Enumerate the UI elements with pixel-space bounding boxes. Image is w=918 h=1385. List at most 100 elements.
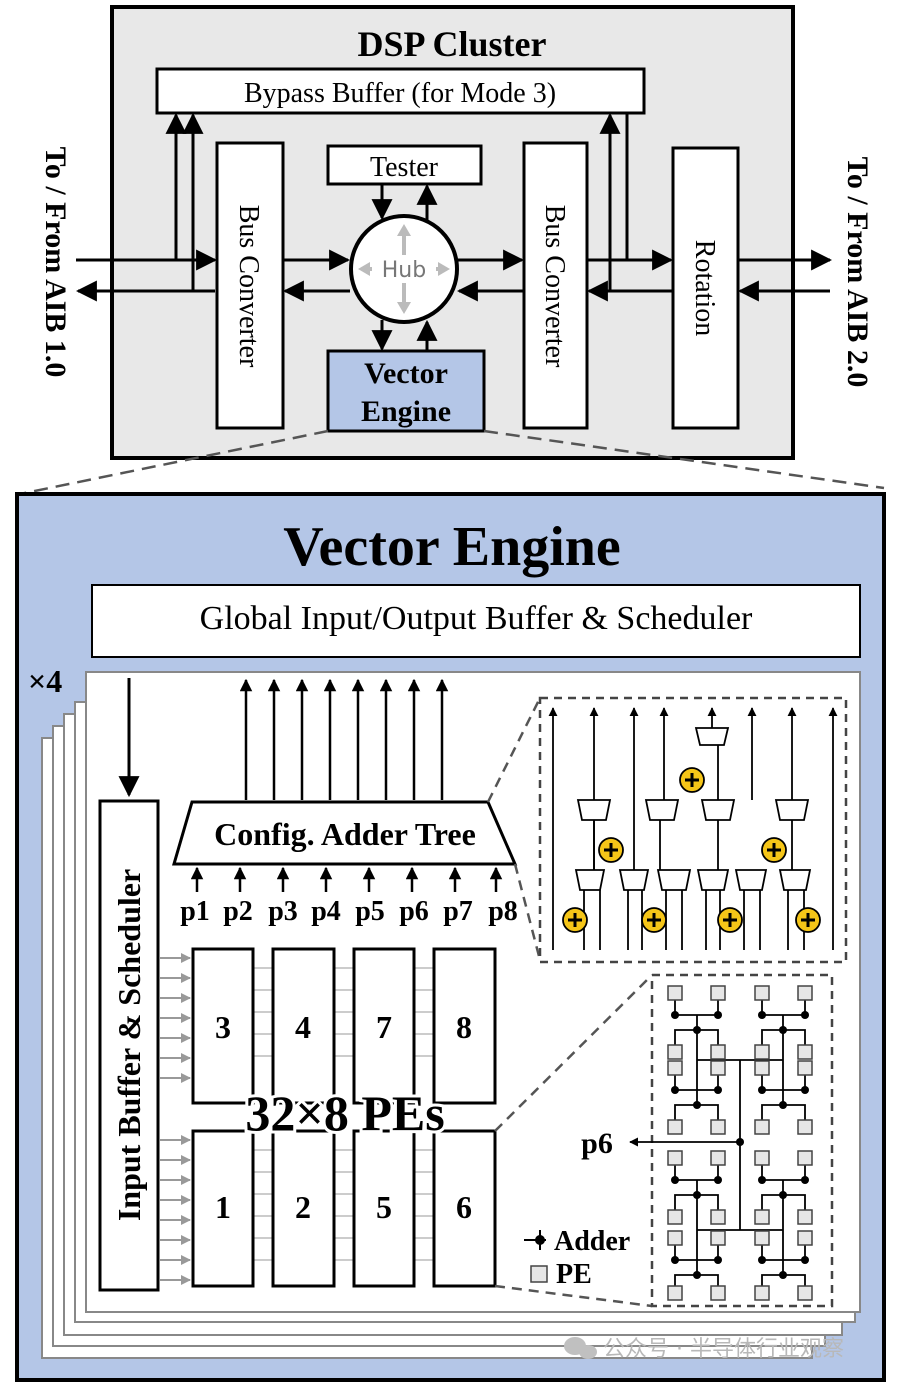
aib2-io-label: To / From AIB 2.0	[841, 157, 874, 388]
legend-pe-label: PE	[556, 1259, 592, 1290]
pe-cell	[797, 1209, 813, 1225]
pe-number-5: 5	[376, 1189, 392, 1225]
vector-engine-block	[326, 349, 486, 433]
pe-cell	[797, 1119, 813, 1135]
mux-node	[774, 799, 810, 821]
detail-zoom-lines	[486, 697, 653, 1308]
pe-cell	[667, 1150, 683, 1166]
mux-node	[696, 869, 730, 891]
pe-block-2	[271, 1129, 336, 1288]
port-label-p5: p5	[355, 896, 385, 927]
mux-node	[734, 869, 768, 891]
legend-adder-icon	[524, 1230, 546, 1250]
pe-cell	[667, 1119, 683, 1135]
pe-block-4	[271, 947, 336, 1105]
pe-cell	[797, 1285, 813, 1301]
port-label-p1: p1	[180, 896, 210, 927]
rotation-label: Rotation	[689, 240, 720, 336]
rotation-box	[671, 146, 740, 430]
zoom-lines	[19, 429, 885, 496]
pe-number-2: 2	[295, 1189, 311, 1225]
pe-cell	[797, 1044, 813, 1060]
adder-plus-icon	[795, 907, 821, 933]
pe-cell	[710, 1150, 726, 1166]
pe-array-detail-wires	[674, 1000, 806, 1290]
pe-block-8	[432, 947, 497, 1105]
cluster-connections	[75, 112, 833, 352]
watermark-text: 公众号 · 半导体行业观察	[603, 1337, 844, 1362]
mux-node	[700, 799, 736, 821]
pe-cell	[710, 985, 726, 1001]
vector-engine-title: Vector Engine	[283, 516, 621, 578]
mux-node	[618, 869, 650, 891]
pe-cell	[754, 1119, 770, 1135]
legend-pe-icon	[530, 1265, 548, 1283]
pe-cell	[797, 1230, 813, 1246]
p6-output-label: p6	[581, 1127, 613, 1160]
wechat-logo-icon	[564, 1337, 597, 1359]
adder-plus-icon	[717, 907, 743, 933]
replication-count: ×4	[28, 663, 62, 699]
pe-array-label: 32×8 PEs	[245, 1085, 444, 1141]
input-buffer-scheduler	[98, 799, 160, 1292]
hub-circle	[349, 214, 459, 324]
pe-number-4: 4	[295, 1009, 311, 1045]
pe-blocks-bottom	[191, 1129, 497, 1288]
port-label-p7: p7	[443, 896, 473, 927]
mux-node	[576, 799, 612, 821]
pe-array-detail-nodes	[671, 1011, 809, 1279]
pe-inter-arrows	[254, 967, 433, 1261]
adder-plus-icon	[761, 837, 787, 863]
input-buffer-scheduler-label: Input Buffer & Scheduler	[111, 869, 147, 1221]
mux-node	[778, 869, 812, 891]
pe-number-8: 8	[456, 1009, 472, 1045]
pe-number-6: 6	[456, 1189, 472, 1225]
pe-cell	[797, 1060, 813, 1076]
pe-cell	[754, 1044, 770, 1060]
mux-node	[574, 869, 606, 891]
mux-node	[656, 869, 692, 891]
legend-adder-label: Adder	[554, 1226, 630, 1257]
aib1-io-label: To / From AIB 1.0	[39, 147, 72, 378]
pe-cell	[710, 1060, 726, 1076]
adder-plus-icon	[641, 907, 667, 933]
pe-number-1: 1	[215, 1189, 231, 1225]
mux-node	[694, 727, 730, 746]
pe-cell	[667, 985, 683, 1001]
pe-cell	[710, 1044, 726, 1060]
vector-engine-block-line1: Vector	[364, 357, 448, 390]
port-arrows	[190, 866, 503, 892]
pe-cell	[710, 1285, 726, 1301]
pe-cell	[667, 1209, 683, 1225]
adder-plus-icon	[562, 907, 588, 933]
tester-box	[326, 144, 483, 186]
pe-cell	[667, 1060, 683, 1076]
pe-cell	[754, 1230, 770, 1246]
bus-converter-right	[522, 141, 589, 430]
pe-cell	[754, 985, 770, 1001]
pe-cell	[710, 1209, 726, 1225]
pe-cell	[797, 985, 813, 1001]
mux-node	[644, 799, 680, 821]
port-label-p6: p6	[399, 896, 429, 927]
adder-tree-detail-muxes	[574, 727, 812, 891]
pe-number-7: 7	[376, 1009, 392, 1045]
adder-plus-icon	[598, 837, 624, 863]
bypass-buffer-label: Bypass Buffer (for Mode 3)	[244, 78, 556, 109]
pe-cell	[710, 1230, 726, 1246]
pe-block-1	[191, 1129, 255, 1288]
bypass-buffer	[155, 67, 646, 115]
port-label-p4: p4	[311, 896, 341, 927]
pe-block-5	[352, 1129, 416, 1288]
pe-cell	[797, 1150, 813, 1166]
pe-cell	[754, 1285, 770, 1301]
pe-cell	[754, 1209, 770, 1225]
port-label-p8: p8	[488, 896, 518, 927]
pe-block-3	[191, 947, 255, 1105]
adder-tree-detail-adders	[562, 767, 821, 933]
pe-cell	[754, 1060, 770, 1076]
adder-tree-outputs	[239, 678, 449, 800]
bus-converter-left-label: Bus Converter	[233, 205, 264, 368]
config-adder-tree-label: Config. Adder Tree	[214, 816, 476, 852]
